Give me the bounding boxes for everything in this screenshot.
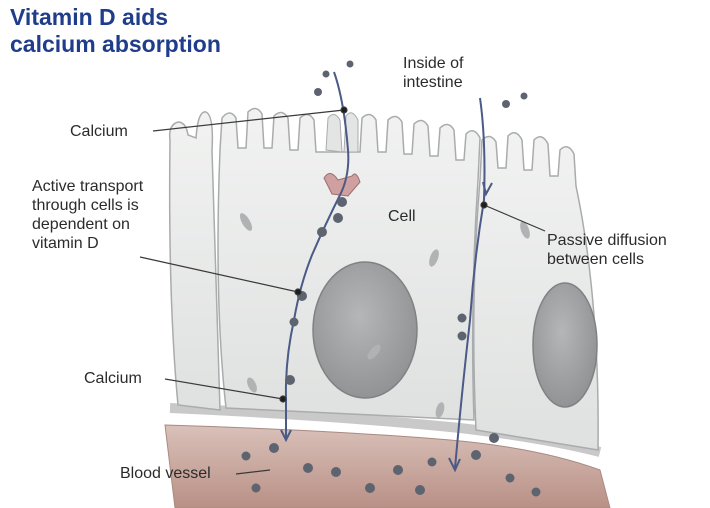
cell-left-partial bbox=[170, 112, 220, 410]
title-line-1: Vitamin D aids bbox=[10, 4, 221, 31]
label-cell: Cell bbox=[388, 207, 416, 226]
label-passive-diffusion: Passive diffusion between cells bbox=[547, 231, 667, 269]
nucleus-main bbox=[313, 262, 417, 398]
label-active-transport: Active transport through cells is depend… bbox=[32, 177, 143, 253]
title-line-2: calcium absorption bbox=[10, 31, 221, 58]
label-calcium-bottom: Calcium bbox=[84, 369, 142, 388]
nucleus-right bbox=[533, 283, 597, 407]
label-inside-intestine: Inside of intestine bbox=[403, 54, 463, 92]
diagram-title: Vitamin D aids calcium absorption bbox=[10, 4, 221, 58]
label-blood-vessel: Blood vessel bbox=[120, 464, 211, 483]
label-calcium-top: Calcium bbox=[70, 122, 128, 141]
microvilli bbox=[326, 113, 358, 152]
